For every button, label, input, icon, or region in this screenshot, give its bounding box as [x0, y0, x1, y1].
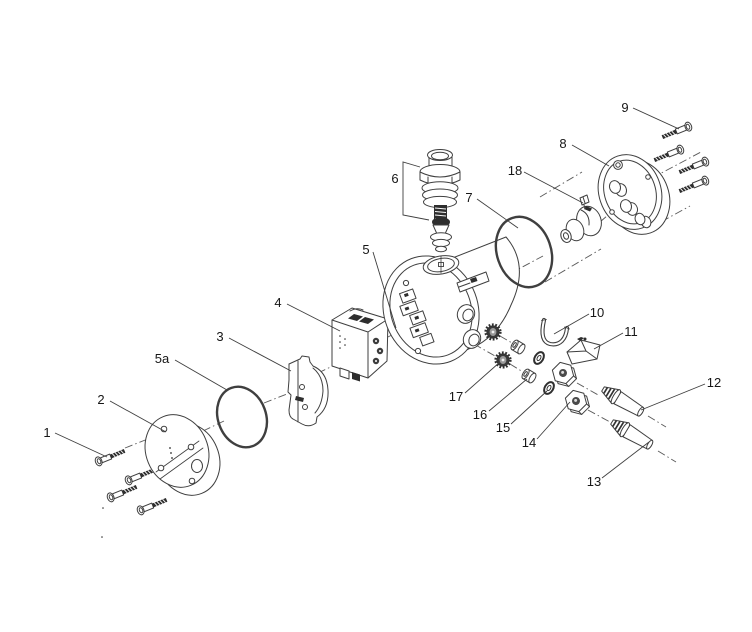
callout-4-label: 4	[274, 295, 281, 310]
callout-5-leader	[372, 251, 397, 329]
callout-1-label: 1	[43, 425, 50, 440]
callout-1-leader	[54, 432, 108, 458]
callout-16-label: 16	[473, 407, 487, 422]
callout-10-label: 10	[590, 305, 604, 320]
callout-14-leader	[536, 401, 571, 440]
callout-17-label: 17	[449, 389, 463, 404]
callout-9-leader	[632, 107, 680, 130]
u-clip	[540, 317, 570, 347]
front-cover	[144, 414, 221, 496]
callout-5a-label: 5a	[155, 351, 170, 366]
callout-6-label: 6	[391, 171, 398, 186]
callout-15-label: 15	[496, 420, 510, 435]
callout-13-label: 13	[587, 474, 601, 489]
callout-5a-leader	[174, 359, 228, 391]
vent-valve-assembly	[419, 149, 461, 274]
callout-14-label: 14	[522, 435, 536, 450]
callout-7-label: 7	[465, 190, 472, 205]
callout-4-leader	[286, 303, 341, 332]
callout-18-label: 18	[508, 163, 522, 178]
callout-2-label: 2	[97, 392, 104, 407]
callout-15-leader	[510, 390, 548, 425]
callout-13-leader	[601, 441, 650, 479]
callout-8-leader	[571, 144, 610, 167]
callout-9-label: 9	[621, 100, 628, 115]
callout-11-label: 11	[624, 324, 638, 339]
callout-3-label: 3	[216, 329, 223, 344]
callout-6-leader	[402, 161, 430, 221]
stray-marks	[101, 507, 104, 538]
electronics-module	[331, 307, 389, 382]
cable-gland-lower	[607, 414, 657, 454]
o-ring-large	[494, 215, 554, 289]
wedge-clamp	[566, 337, 601, 365]
display-bracket	[287, 355, 329, 427]
callout-11-leader	[593, 332, 624, 350]
callout-16-leader	[488, 378, 528, 412]
terminal-block	[398, 288, 435, 347]
callout-7-leader	[476, 198, 519, 229]
cable-gland-upper	[598, 381, 648, 421]
callout-18-leader	[523, 171, 584, 204]
o-ring-small	[215, 385, 269, 449]
callout-2-leader	[109, 400, 167, 433]
callout-12-label: 12	[707, 375, 721, 390]
callout-12-leader	[640, 383, 706, 411]
callout-10-leader	[553, 313, 590, 335]
rear-flange	[597, 154, 671, 235]
callout-3-leader	[228, 337, 292, 372]
callout-17-leader	[464, 361, 501, 394]
callout-8-label: 8	[559, 136, 566, 151]
sensor-plug	[560, 194, 602, 243]
callout-5-label: 5	[362, 242, 369, 257]
